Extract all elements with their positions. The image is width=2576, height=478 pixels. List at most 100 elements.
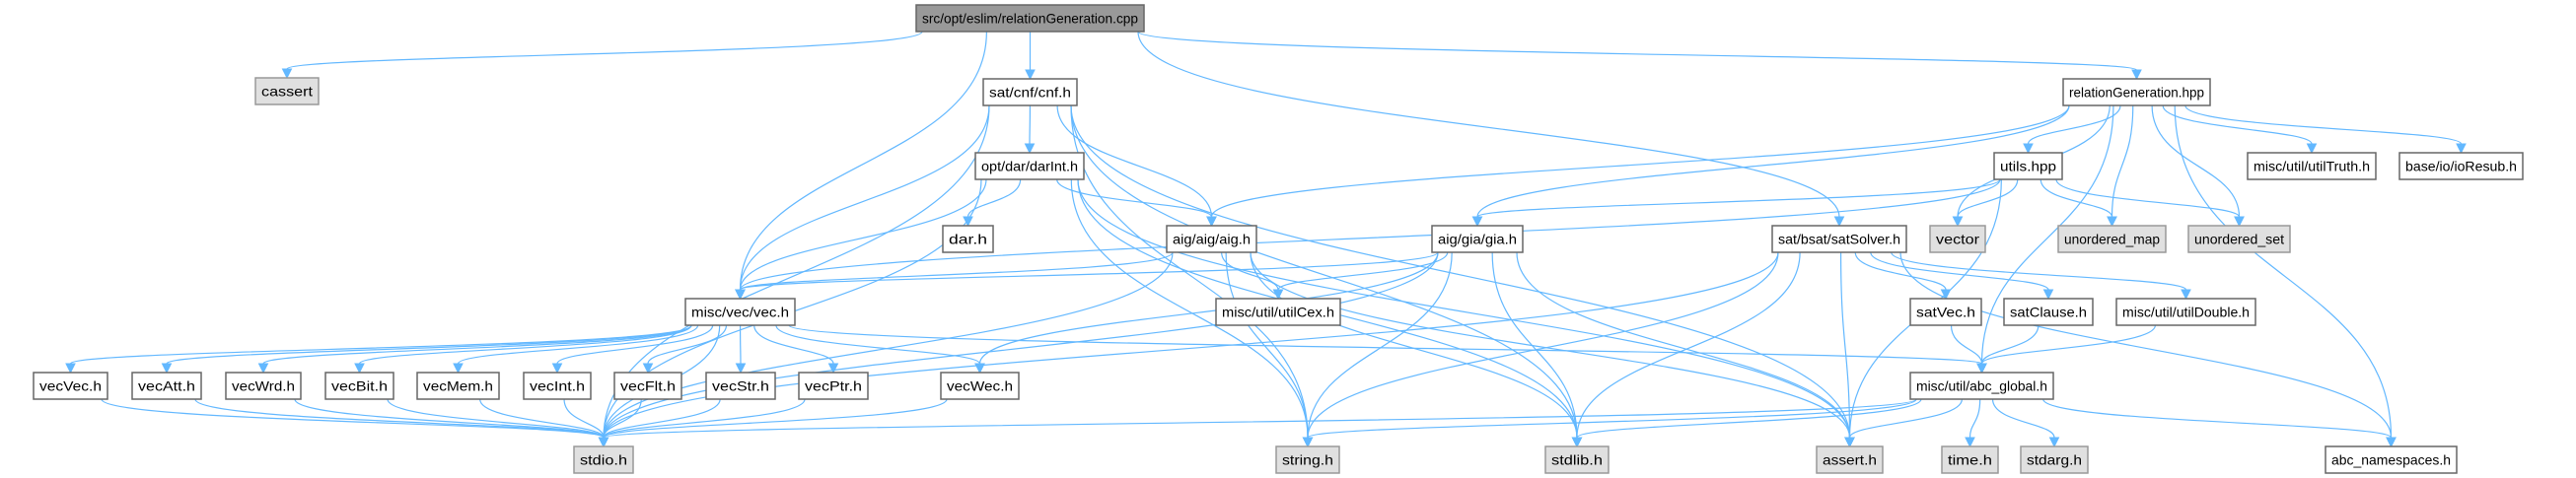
arrowhead-vec-to-vecvec: [65, 363, 76, 375]
edge-aig-to-assert: [1250, 251, 1851, 439]
nodes-layer: src/opt/eslim/relationGeneration.cppcass…: [33, 4, 2524, 474]
edge-relgen-to-umap: [2111, 104, 2134, 218]
arrowhead-vec-to-vecatt: [161, 363, 173, 375]
edge-vec-to-vecwrd: [262, 324, 692, 365]
edge-vecmem-to-stdio: [479, 398, 605, 439]
node-abcglobal[interactable]: misc/util/abc_global.h: [1909, 372, 2054, 400]
edge-relgen-to-aig: [1210, 104, 2070, 218]
node-dar[interactable]: dar.h: [942, 225, 994, 253]
node-stdio: stdio.h: [573, 445, 634, 474]
edge-vec-to-vecatt: [166, 324, 692, 365]
node-vecflt[interactable]: vecFlt.h: [613, 372, 682, 400]
node-utiltruth[interactable]: misc/util/utilTruth.h: [2247, 152, 2377, 180]
edge-relgen-to-ioresub: [2184, 104, 2463, 145]
node-box: [573, 445, 634, 474]
node-cnf[interactable]: sat/cnf/cnf.h: [982, 78, 1078, 106]
edge-gia-to-stdio: [603, 251, 1439, 439]
node-box: [2003, 298, 2094, 326]
node-gia[interactable]: aig/gia/gia.h: [1431, 225, 1524, 253]
arrowhead-abcglobal-to-time: [1965, 437, 1975, 448]
node-assert: assert.h: [1816, 445, 1884, 474]
arrowhead-utils-to-vector: [1952, 216, 1964, 228]
node-label: dar.h: [949, 232, 987, 247]
node-box: [416, 372, 500, 400]
node-box: [131, 372, 202, 400]
node-label: vecFlt.h: [620, 378, 676, 394]
node-vecatt[interactable]: vecAtt.h: [131, 372, 202, 400]
node-box: [1929, 225, 1986, 253]
node-relgen[interactable]: relationGeneration.hpp: [2062, 78, 2211, 106]
node-label: sat/bsat/satSolver.h: [1778, 232, 1900, 247]
node-vecstr[interactable]: vecStr.h: [705, 372, 776, 400]
edge-utils-to-vec: [739, 178, 2001, 291]
edge-vec-to-abcglobal: [788, 324, 1983, 365]
node-stdlib: stdlib.h: [1544, 445, 1610, 474]
node-label: abc_namespaces.h: [2331, 452, 2451, 468]
node-label: misc/util/abc_global.h: [1916, 378, 2047, 394]
edge-cnf-to-vec: [739, 104, 990, 291]
arrowhead-root-to-satsolver: [1833, 216, 1845, 228]
edge-satsolver-to-utildouble: [1891, 251, 2187, 291]
node-label: vecBit.h: [331, 378, 388, 394]
arrowhead-relgen-to-aig: [1206, 216, 1217, 228]
node-satclause[interactable]: satClause.h: [2003, 298, 2094, 326]
arrowhead-vec-to-abcglobal: [1976, 363, 1987, 375]
edge-satsolver-to-satclause: [1870, 251, 2049, 291]
edge-gia-to-string: [1307, 251, 1453, 439]
arrowhead-abcglobal-to-stdarg: [2048, 437, 2060, 448]
node-vecwec[interactable]: vecWec.h: [940, 372, 1020, 400]
node-box: [1544, 445, 1610, 474]
edge-satsolver-to-satvec: [1854, 251, 1947, 291]
node-satsolver[interactable]: sat/bsat/satSolver.h: [1771, 225, 1907, 253]
edge-vecptr-to-stdio: [603, 398, 806, 439]
edge-relgen-to-uset: [2151, 104, 2241, 218]
edge-root-to-vec: [739, 31, 987, 291]
arrowhead-vec-to-vecmem: [453, 363, 464, 375]
node-vecmem[interactable]: vecMem.h: [416, 372, 500, 400]
node-vecvec[interactable]: vecVec.h: [33, 372, 108, 400]
node-uset: unordered_set: [2187, 225, 2291, 253]
node-vecint[interactable]: vecInt.h: [523, 372, 592, 400]
node-darint[interactable]: opt/dar/darInt.h: [974, 152, 1085, 180]
arrowhead-vec-to-vecwrd: [257, 363, 269, 375]
node-box: [613, 372, 682, 400]
node-root[interactable]: src/opt/eslim/relationGeneration.cpp: [915, 4, 1145, 33]
arrowhead-vec-to-vecstr: [735, 363, 747, 375]
node-box: [1275, 445, 1340, 474]
node-label: time.h: [1948, 452, 1992, 468]
node-vecbit[interactable]: vecBit.h: [324, 372, 394, 400]
node-label: misc/util/utilTruth.h: [2254, 159, 2370, 174]
node-utildouble[interactable]: misc/util/utilDouble.h: [2115, 298, 2256, 326]
node-ioresub[interactable]: base/io/ioResub.h: [2398, 152, 2524, 180]
node-box: [2398, 152, 2524, 180]
node-box: [2325, 445, 2458, 474]
node-label: misc/util/utilCex.h: [1222, 305, 1334, 320]
node-box: [2247, 152, 2377, 180]
node-label: opt/dar/darInt.h: [981, 159, 1078, 174]
node-label: assert.h: [1823, 452, 1877, 468]
node-box: [324, 372, 394, 400]
node-aig[interactable]: aig/aig/aig.h: [1166, 225, 1257, 253]
node-label: base/io/ioResub.h: [2405, 159, 2517, 174]
node-vector: vector: [1929, 225, 1986, 253]
edge-vecwrd-to-stdio: [294, 398, 605, 439]
edge-vecint-to-stdio: [563, 398, 605, 439]
node-label: stdarg.h: [2027, 452, 2082, 468]
node-vecwrd[interactable]: vecWrd.h: [225, 372, 302, 400]
node-label: satClause.h: [2010, 305, 2087, 320]
node-vec[interactable]: misc/vec/vec.h: [684, 298, 796, 326]
edge-utils-to-gia: [1476, 178, 2001, 218]
edge-aig-to-utilcex: [1221, 251, 1279, 291]
node-label: vecStr.h: [712, 378, 769, 394]
edge-satsolver-to-stdlib: [1576, 251, 1801, 439]
edge-vec-to-vecmem: [457, 324, 699, 365]
node-box: [1909, 372, 2054, 400]
arrowhead-abcglobal-to-stdlib: [1571, 437, 1583, 448]
node-box: [2057, 225, 2167, 253]
node-label: aig/aig/aig.h: [1173, 232, 1251, 247]
node-satvec[interactable]: satVec.h: [1909, 298, 1982, 326]
node-vecptr[interactable]: vecPtr.h: [798, 372, 869, 400]
node-abcns[interactable]: abc_namespaces.h: [2325, 445, 2458, 474]
node-utilcex[interactable]: misc/util/utilCex.h: [1215, 298, 1341, 326]
node-utils[interactable]: utils.hpp: [1993, 152, 2063, 180]
